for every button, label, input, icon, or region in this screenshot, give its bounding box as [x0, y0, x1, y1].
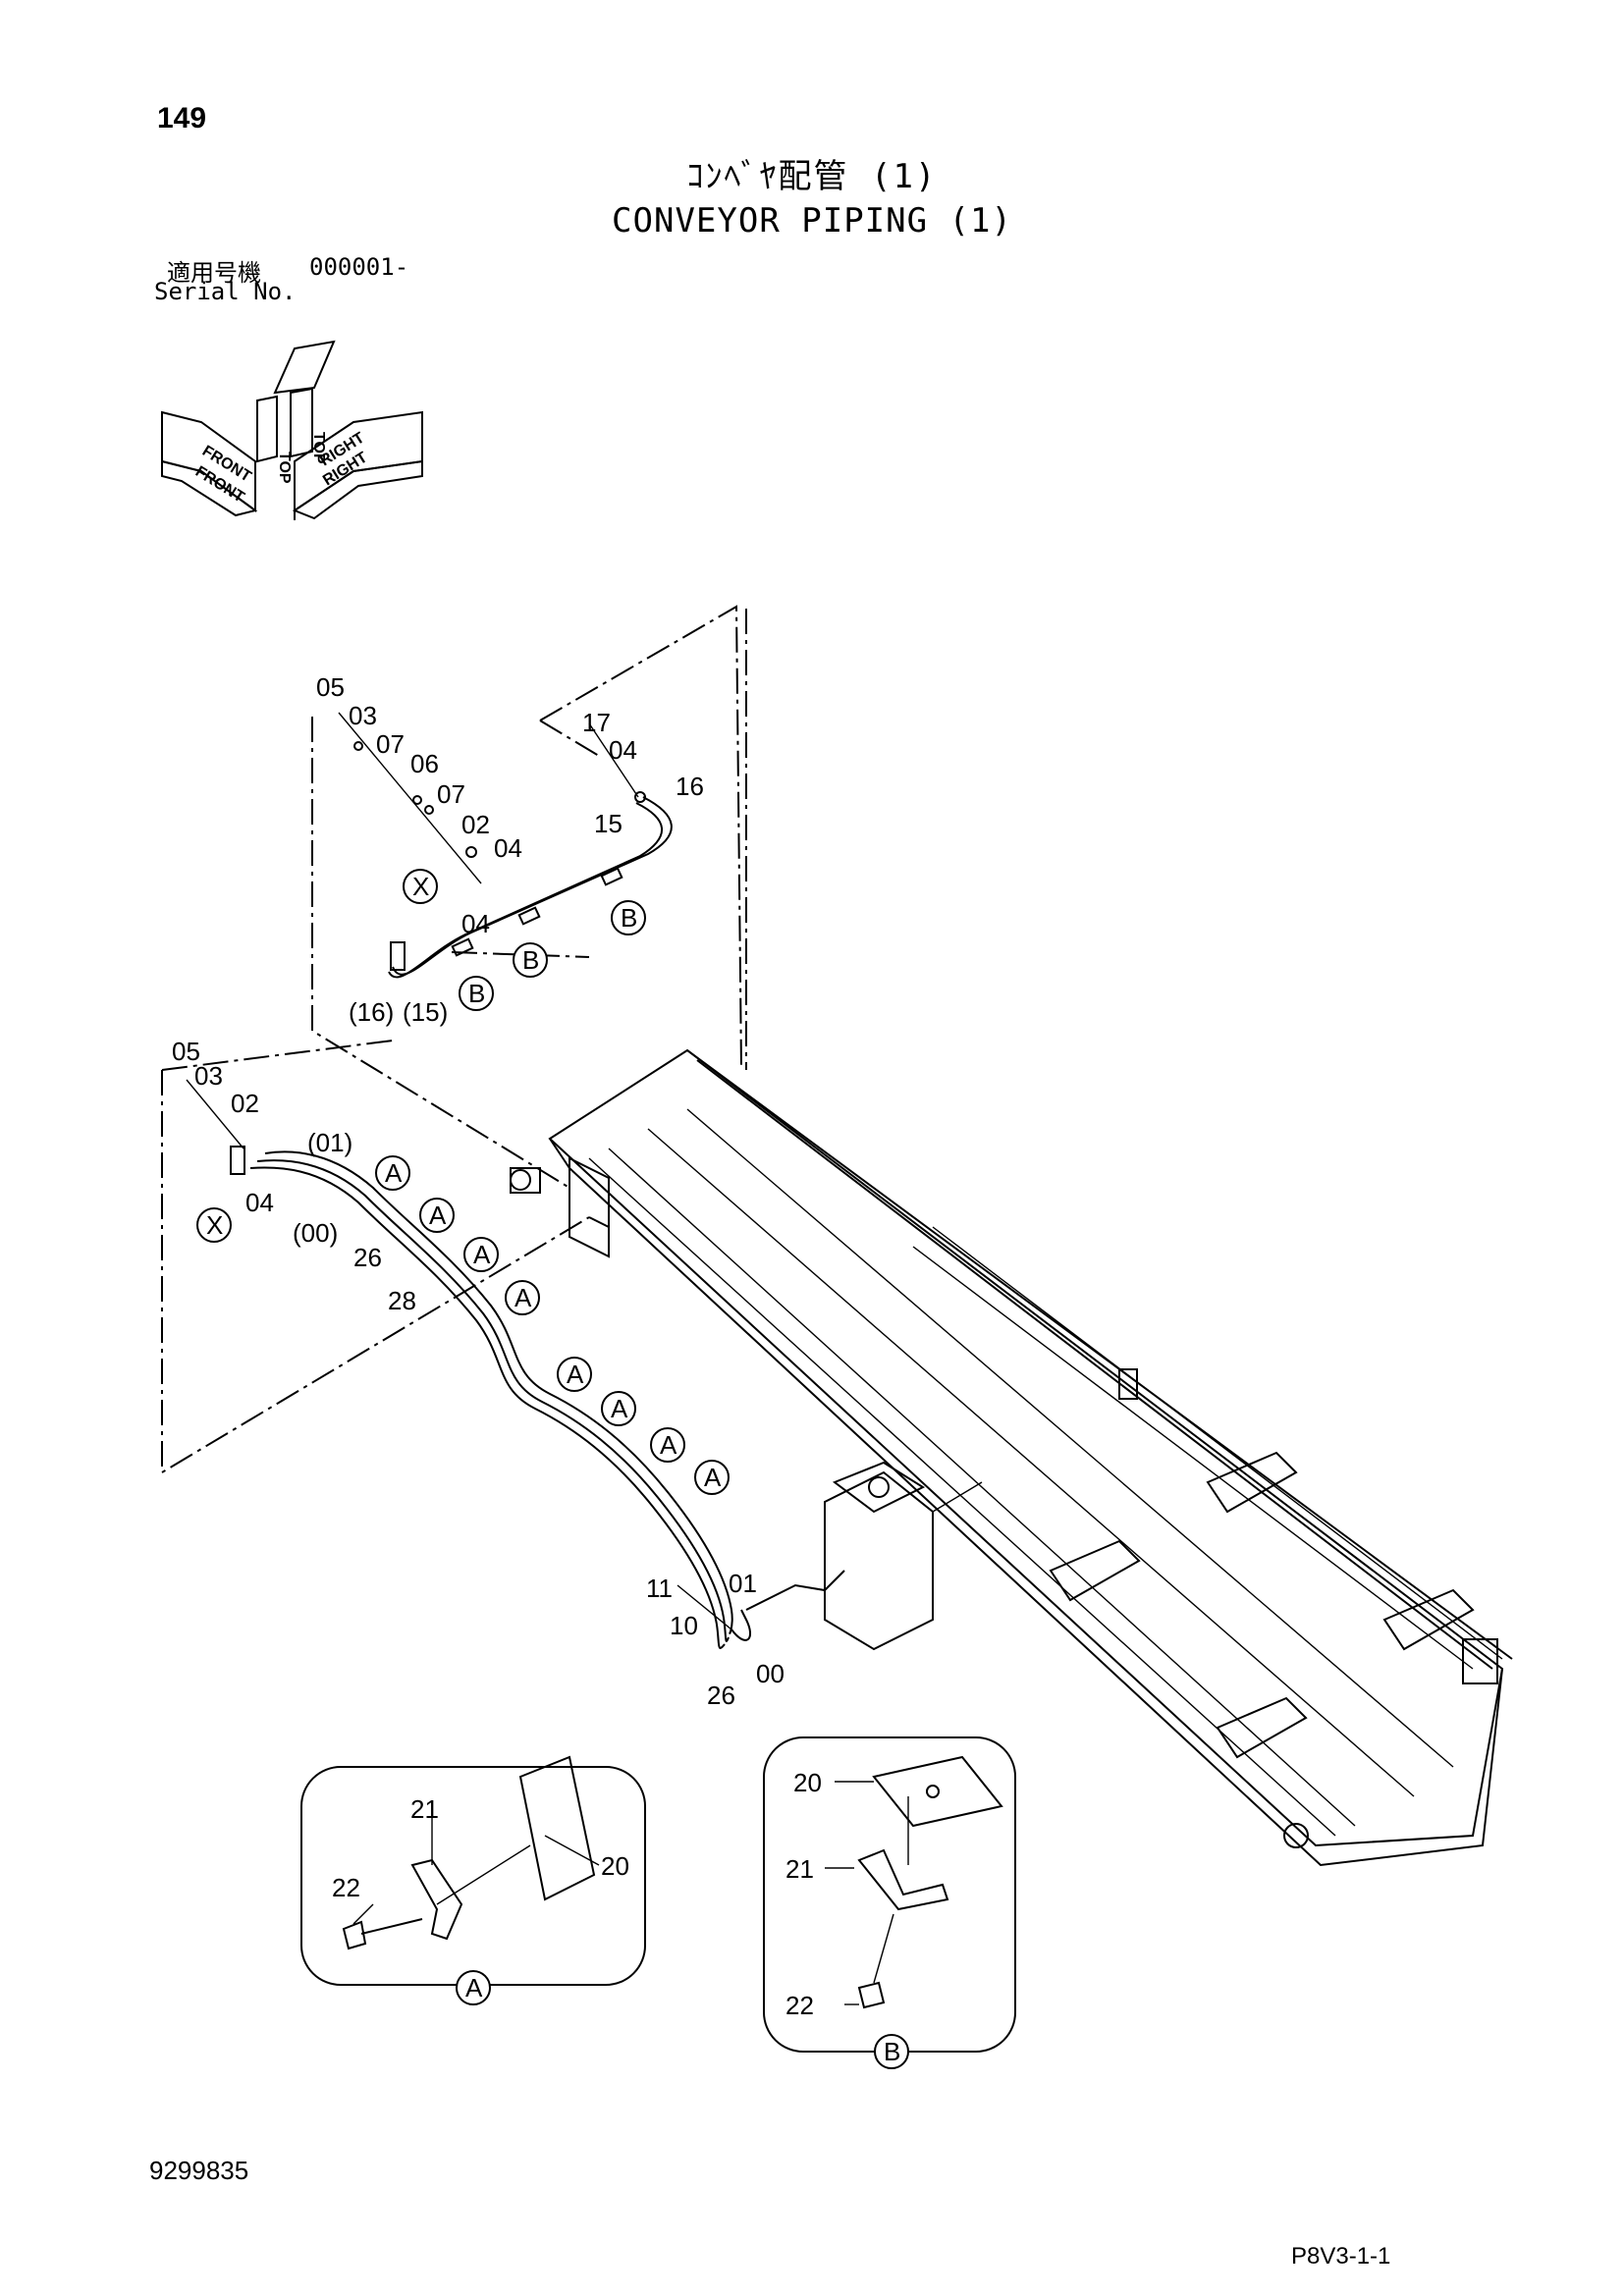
callout-b-upper-3: [459, 976, 494, 1011]
label-detail-a-22: 22: [332, 1873, 360, 1902]
callout-b-upper-2-label: B: [522, 945, 539, 975]
serial-label-english: Serial No.: [154, 278, 297, 305]
label-lower-03: 03: [194, 1061, 223, 1091]
callout-a-5: [557, 1357, 592, 1392]
label-upper-16: 16: [676, 772, 704, 801]
label-upper-05: 05: [316, 672, 345, 702]
callout-a-4-label: A: [514, 1283, 532, 1312]
label-upper-03: 03: [349, 701, 377, 730]
label-detail-a-20: 20: [601, 1851, 629, 1881]
label-lower-01: 01: [729, 1569, 757, 1598]
label-lower-02: 02: [231, 1089, 259, 1118]
label-lower-04: 04: [245, 1188, 274, 1217]
callout-b-upper-1: [611, 900, 646, 935]
label-lower-00: 00: [756, 1659, 785, 1688]
callout-a-7: [650, 1427, 685, 1463]
label-lower-28: 28: [388, 1286, 416, 1315]
lower-detail-boundary: [161, 1040, 610, 1474]
label-upper-04b: 04: [609, 735, 637, 765]
label-lower-00-paren: (00): [293, 1218, 338, 1248]
callout-a-6: [601, 1391, 636, 1426]
callout-b-upper-1-label: B: [621, 903, 637, 933]
callout-a-7-label: A: [660, 1430, 677, 1460]
title-japanese: ｺﾝﾍﾞﾔ配管 (1): [686, 157, 938, 196]
callout-a-2-label: A: [429, 1201, 447, 1230]
label-upper-17: 17: [582, 708, 611, 737]
label-upper-15-paren: (15): [403, 997, 448, 1027]
label-upper-04a: 04: [494, 833, 522, 863]
callout-a-8: [694, 1460, 730, 1495]
serial-label-japanese: 適用号機: [167, 259, 261, 287]
callout-a-5-label: A: [567, 1360, 584, 1389]
label-lower-26a: 26: [353, 1243, 382, 1272]
callout-a-detail-label: A: [465, 1973, 483, 2002]
label-detail-b-21: 21: [785, 1854, 814, 1884]
callout-x-upper-label: X: [412, 872, 429, 901]
label-upper-07b: 07: [437, 779, 465, 809]
label-upper-04c: 04: [461, 909, 490, 938]
sheet-code: P8V3-1-1: [1291, 2243, 1391, 2269]
callout-x-lower: [196, 1207, 232, 1243]
document-code: 9299835: [149, 2156, 249, 2185]
label-detail-b-20: 20: [793, 1768, 822, 1797]
callout-a-3-label: A: [473, 1240, 491, 1269]
orientation-top-label-2: TOP: [310, 432, 327, 464]
upper-hose-assembly: [338, 712, 673, 979]
label-upper-16-paren: (16): [349, 997, 394, 1027]
title-english: CONVEYOR PIPING (1): [612, 201, 1012, 240]
callout-x-upper: [403, 869, 438, 904]
callout-a-2: [419, 1198, 455, 1233]
page-number: 149: [157, 102, 207, 134]
label-detail-a-21: 21: [410, 1794, 439, 1824]
label-lower-01-paren: (01): [307, 1128, 352, 1157]
orientation-top-label-1: TOP: [276, 452, 293, 484]
callout-a-detail: [456, 1970, 491, 2005]
label-lower-05: 05: [172, 1037, 200, 1066]
callout-b-detail: [874, 2034, 909, 2069]
label-lower-11: 11: [646, 1574, 673, 1603]
conveyor-frame: [510, 1048, 1513, 1867]
lower-hose-assembly: [186, 1079, 845, 1649]
callout-a-4: [505, 1280, 540, 1315]
detail-a: [300, 1755, 646, 1986]
callout-a-3: [463, 1237, 499, 1272]
upper-detail-boundary: [311, 605, 747, 1189]
label-lower-26b: 26: [707, 1681, 735, 1710]
label-upper-06: 06: [410, 749, 439, 778]
label-upper-07a: 07: [376, 729, 405, 759]
label-lower-10: 10: [670, 1611, 698, 1640]
orientation-symbol: TOP TOP FRONT FRONT RIGHT RIGHT: [161, 340, 423, 520]
label-upper-02: 02: [461, 810, 490, 839]
callout-a-1: [375, 1155, 410, 1191]
callout-b-detail-label: B: [884, 2037, 900, 2066]
label-upper-15: 15: [594, 809, 623, 838]
serial-value: 000001-: [309, 253, 409, 281]
label-detail-b-22: 22: [785, 1991, 814, 2020]
callout-a-8-label: A: [704, 1463, 722, 1492]
callout-a-6-label: A: [611, 1394, 628, 1423]
callout-a-1-label: A: [385, 1158, 403, 1188]
callout-x-lower-label: X: [206, 1210, 223, 1240]
callout-b-upper-2: [513, 942, 548, 978]
callout-b-upper-3-label: B: [468, 979, 485, 1008]
